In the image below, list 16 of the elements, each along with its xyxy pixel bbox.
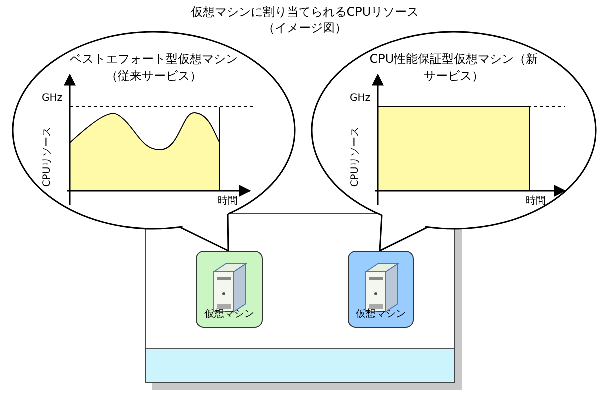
server-frame — [145, 213, 455, 383]
bubble-tail — [179, 214, 230, 252]
machine-label: 仮想マシン — [355, 308, 407, 321]
bubble-heading: CPU性能保証型仮想マシン（新サービス） — [368, 51, 540, 85]
virtual-machine-box — [348, 251, 414, 328]
bubble-heading: ベストエフォート型仮想マシン（従来サービス） — [69, 51, 239, 85]
diagram-title: 仮想マシンに割り当てられるCPUリソース（イメージ図） — [190, 4, 420, 36]
axis-title: CPUリソース — [41, 126, 54, 188]
axis-title: 時間 — [526, 194, 546, 208]
bubble-tail — [379, 214, 429, 252]
axis-title: 時間 — [218, 194, 238, 208]
axis-title: CPUリソース — [349, 126, 362, 188]
axis-unit: GHz — [350, 93, 371, 104]
machine-label: 仮想マシン — [204, 308, 256, 321]
axis-unit: GHz — [42, 93, 63, 104]
virtual-machine-box — [196, 251, 263, 328]
